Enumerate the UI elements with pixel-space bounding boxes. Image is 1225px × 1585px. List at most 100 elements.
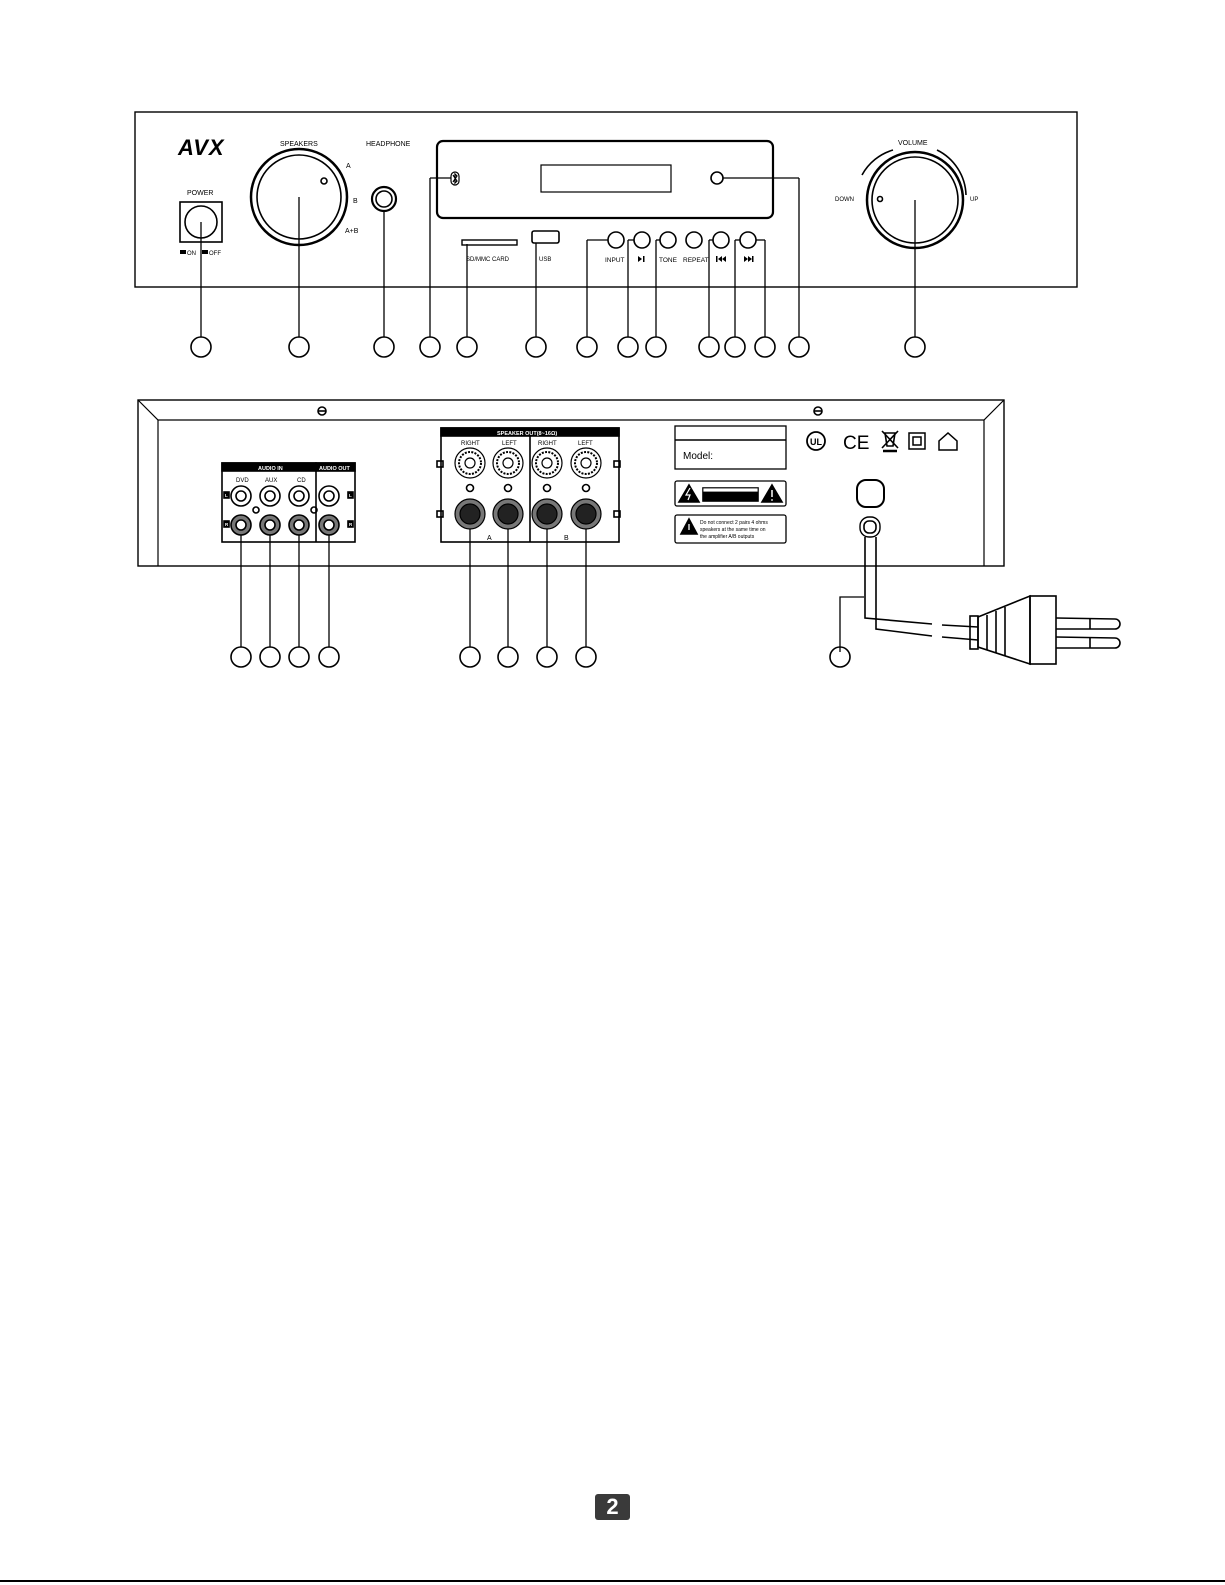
callout-usb	[526, 337, 546, 357]
binding-post-a-right-plus[interactable]	[455, 448, 485, 478]
fuse-holder[interactable]	[857, 480, 884, 507]
input-label: INPUT	[605, 257, 625, 264]
warning-text-line-2: speakers at the same time on	[700, 527, 766, 533]
power-on-label: ON	[187, 251, 196, 257]
callout-ir-sensor	[789, 337, 809, 357]
rca-jack-out-l[interactable]	[319, 486, 339, 506]
callout-power	[191, 337, 211, 357]
speaker-out-header: SPEAKER OUT(8~16Ω)	[497, 431, 557, 437]
screw-icon	[318, 407, 326, 415]
ce-certification-icon: CE	[843, 433, 869, 454]
callout-headphone	[374, 337, 394, 357]
headphone-label: HEADPHONE	[366, 141, 411, 148]
speaker-mode-b: B	[353, 198, 358, 205]
warning-text-line-3: the amplifier A/B outputs	[700, 534, 755, 540]
tone-button[interactable]	[660, 232, 676, 248]
speaker-mode-ab: A+B	[345, 228, 359, 235]
callout-bluetooth	[420, 337, 440, 357]
callout-speaker-b-left	[576, 647, 596, 667]
screw-icon	[814, 407, 822, 415]
callout-tone	[646, 337, 666, 357]
callout-repeat	[699, 337, 719, 357]
volume-up-label: UP	[970, 197, 978, 203]
input-aux-label: AUX	[265, 478, 277, 484]
callout-speakers	[289, 337, 309, 357]
sd-card-slot[interactable]	[462, 240, 517, 245]
rca-jack-aux-r[interactable]	[260, 515, 280, 535]
electric-shock-warning-icon	[679, 485, 699, 502]
speaker-a-right-label: RIGHT	[461, 441, 480, 447]
callout-cd-input	[289, 647, 309, 667]
brand-logo: AVX	[177, 135, 225, 160]
display-screen	[541, 165, 671, 192]
callout-speaker-a-left	[498, 647, 518, 667]
binding-post-a-right-minus[interactable]	[455, 499, 485, 529]
binding-post-a-left-plus[interactable]	[493, 448, 523, 478]
speaker-mode-a: A	[346, 163, 351, 170]
binding-post-b-right-minus[interactable]	[532, 499, 562, 529]
power-plug	[970, 596, 1120, 664]
power-label: POWER	[187, 190, 213, 197]
indoor-use-icon	[939, 433, 957, 450]
binding-post-b-right-plus[interactable]	[532, 448, 562, 478]
caution-icon	[681, 519, 697, 534]
bottom-rule	[0, 1580, 1225, 1582]
out-channel-l-label: L	[349, 493, 352, 498]
speakers-label: SPEAKERS	[280, 141, 318, 148]
sd-card-label: SD/MMC CARD	[466, 257, 510, 263]
callout-aux-input	[260, 647, 280, 667]
tone-label: TONE	[659, 257, 678, 264]
binding-post-b-left-minus[interactable]	[571, 499, 601, 529]
caution-icon	[762, 485, 782, 502]
model-label: Model:	[683, 451, 713, 462]
callout-next	[755, 337, 775, 357]
repeat-label: REPEAT	[683, 257, 709, 264]
callout-input	[577, 337, 597, 357]
callout-play-pause	[618, 337, 638, 357]
callout-dvd-input	[231, 647, 251, 667]
svg-text:UL: UL	[810, 437, 822, 447]
speaker-b-right-label: RIGHT	[538, 441, 557, 447]
callout-previous	[725, 337, 745, 357]
rca-jack-dvd-r[interactable]	[231, 515, 251, 535]
callout-volume	[905, 337, 925, 357]
play-pause-button[interactable]	[634, 232, 650, 248]
next-icon	[744, 256, 754, 262]
binding-post-b-left-plus[interactable]	[571, 448, 601, 478]
model-label-box	[675, 426, 786, 469]
previous-button[interactable]	[713, 232, 729, 248]
speaker-group-a-label: A	[487, 535, 492, 542]
page-number: 2	[595, 1494, 630, 1520]
usb-port[interactable]	[532, 231, 559, 243]
minus-marker-icon	[437, 511, 443, 517]
repeat-button[interactable]	[686, 232, 702, 248]
usb-label: USB	[539, 257, 551, 263]
input-button[interactable]	[608, 232, 624, 248]
input-dvd-label: DVD	[236, 478, 249, 484]
power-off-label: OFF	[209, 251, 221, 257]
volume-down-label: DOWN	[835, 197, 854, 203]
rca-jack-cd-r[interactable]	[289, 515, 309, 535]
callout-speaker-a-right	[460, 647, 480, 667]
volume-label: VOLUME	[898, 140, 928, 147]
rca-jack-out-r[interactable]	[319, 515, 339, 535]
callout-audio-out	[319, 647, 339, 667]
rca-jack-cd-l[interactable]	[289, 486, 309, 506]
bluetooth-icon	[451, 172, 459, 185]
speaker-a-left-label: LEFT	[502, 441, 517, 447]
rca-jack-dvd-l[interactable]	[231, 486, 251, 506]
play-pause-icon	[638, 256, 645, 262]
next-button[interactable]	[740, 232, 756, 248]
input-cd-label: CD	[297, 478, 306, 484]
binding-post-a-left-minus[interactable]	[493, 499, 523, 529]
previous-icon	[716, 256, 726, 262]
ul-certification-icon: UL	[807, 432, 825, 450]
ir-sensor	[711, 172, 723, 184]
power-cord-strain-relief	[860, 517, 880, 537]
callout-sd-card	[457, 337, 477, 357]
audio-in-header: AUDIO IN	[258, 466, 283, 472]
ground-screw-icon	[253, 507, 259, 513]
weee-disposal-icon	[882, 431, 898, 451]
rca-jack-aux-l[interactable]	[260, 486, 280, 506]
